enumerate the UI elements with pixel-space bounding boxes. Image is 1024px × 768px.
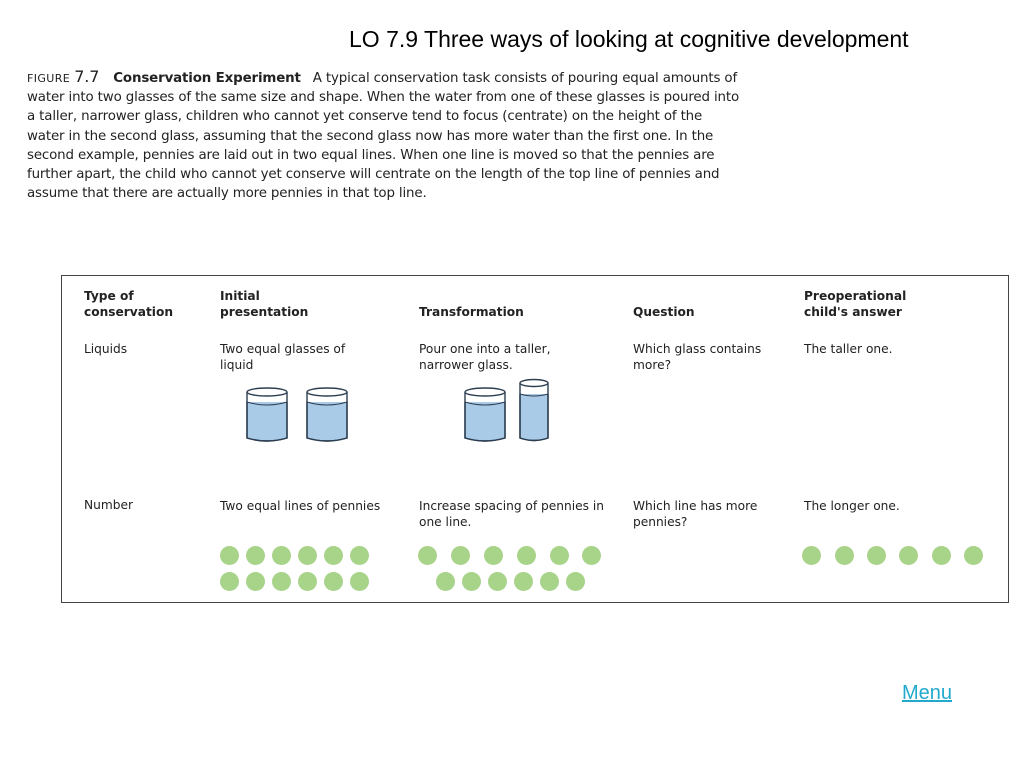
slide-title: LO 7.9 Three ways of looking at cognitiv… (349, 26, 909, 52)
transformed-glasses-illustration (464, 378, 549, 442)
penny-icon (867, 546, 886, 565)
penny-icon (964, 546, 983, 565)
row-number-answer: The longer one. (804, 499, 900, 513)
row-liquids-type: Liquids (84, 342, 128, 356)
penny-icon (272, 572, 291, 591)
row-number-transformation: Increase spacing of pennies in one line. (419, 499, 604, 529)
penny-icon (418, 546, 437, 565)
row-number-type: Number (84, 498, 133, 512)
penny-icon (298, 546, 317, 565)
penny-icon (220, 572, 239, 591)
penny-icon (566, 572, 585, 591)
glass-right-icon (306, 387, 348, 442)
glass-left-icon (246, 387, 288, 442)
figure-caption-text: A typical conservation task consists of … (27, 71, 740, 202)
penny-icon (582, 546, 601, 565)
header-question: Question (633, 305, 695, 319)
header-initial: Initial presentation (220, 289, 309, 319)
figure-label: FIGURE (27, 72, 71, 85)
penny-icon (246, 546, 265, 565)
penny-icon (484, 546, 503, 565)
penny-icon (899, 546, 918, 565)
penny-icon (436, 572, 455, 591)
figure-number: 7.7 (74, 67, 100, 86)
penny-icon (451, 546, 470, 565)
penny-icon (488, 572, 507, 591)
penny-icon (324, 546, 343, 565)
penny-icon (540, 572, 559, 591)
penny-icon (324, 572, 343, 591)
short-glass-icon (464, 387, 506, 442)
penny-icon (272, 546, 291, 565)
row-number-initial: Two equal lines of pennies (220, 499, 381, 513)
header-type: Type of conservation (84, 289, 174, 319)
penny-icon (462, 572, 481, 591)
penny-icon (514, 572, 533, 591)
equal-glasses-illustration (246, 387, 348, 442)
penny-icon (298, 572, 317, 591)
penny-icon (246, 572, 265, 591)
penny-icon (932, 546, 951, 565)
menu-link[interactable]: Menu (902, 682, 953, 704)
penny-icon (220, 546, 239, 565)
penny-icon (802, 546, 821, 565)
penny-icon (350, 572, 369, 591)
row-liquids-answer: The taller one. (804, 342, 893, 356)
row-liquids-initial: Two equal glasses of liquid (220, 342, 346, 372)
penny-icon (835, 546, 854, 565)
header-answer: Preoperational child's answer (804, 289, 907, 319)
header-transformation: Transformation (419, 305, 524, 319)
penny-icon (350, 546, 369, 565)
penny-icon (517, 546, 536, 565)
conservation-table: Type of conservation Initial presentatio… (61, 275, 1009, 603)
figure-title: Conservation Experiment (113, 71, 301, 86)
row-number-question: Which line has more pennies? (633, 499, 758, 529)
row-liquids-question: Which glass contains more? (633, 342, 762, 372)
row-liquids-transformation: Pour one into a taller, narrower glass. (419, 342, 551, 372)
tall-glass-icon (519, 378, 549, 442)
penny-icon (550, 546, 569, 565)
